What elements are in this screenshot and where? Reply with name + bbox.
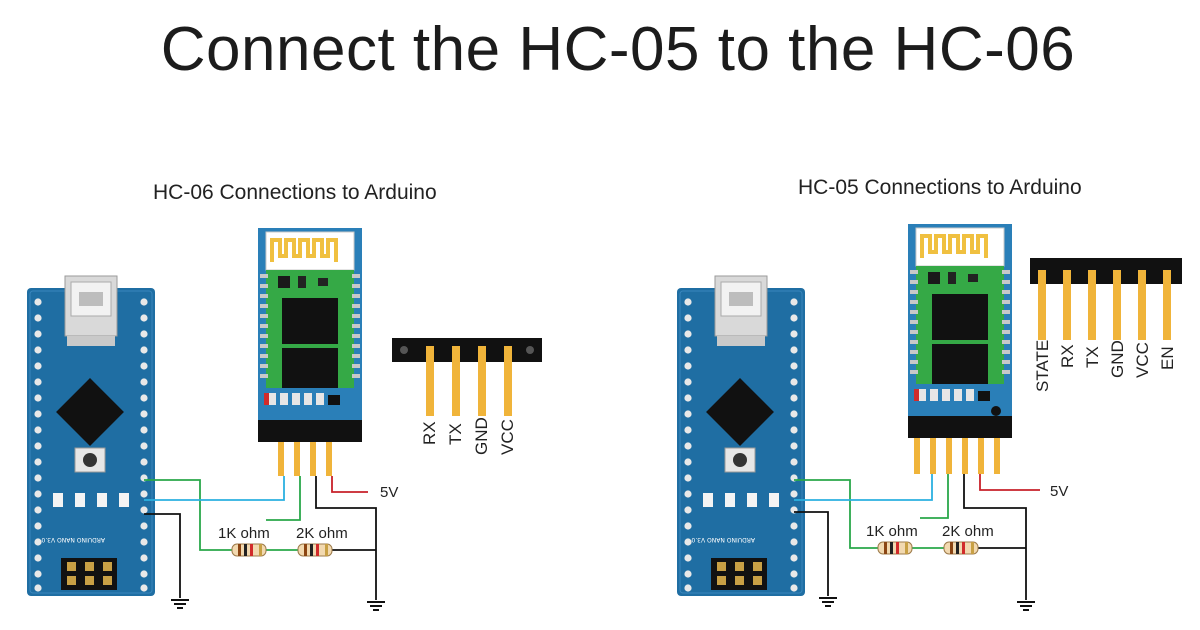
hc06-pin-label: TX [446,423,465,445]
hc06-module [256,226,364,444]
resistor-label: 1K ohm [218,525,270,542]
resistor-2k-left [297,543,333,557]
hc05-pin-header [1030,258,1182,340]
ground-icon [818,597,838,607]
hc05-module [906,222,1014,440]
arduino-nano-right [676,275,806,597]
hc06-panel: HC-06 Connections to Arduino RX TX GND V… [26,181,542,611]
hc05-pin-label: STATE [1033,340,1052,392]
hc06-subtitle: HC-06 Connections to Arduino [153,181,437,204]
resistor-1k-right [877,541,913,555]
resistor-1k-left [231,543,267,557]
hc05-pin-label: RX [1058,344,1077,368]
hc05-led [991,406,1001,416]
arduino-nano-left [26,275,156,597]
ground-icon [1016,601,1036,611]
hc05-pin-label: VCC [1133,342,1152,378]
resistor-label: 2K ohm [296,525,348,542]
resistor-label: 1K ohm [866,523,918,540]
hc06-pin-label: RX [420,421,439,445]
ground-icon [170,599,190,609]
hc06-pins [278,442,332,476]
hc05-pin-label: GND [1108,340,1127,378]
hc05-pin-label: TX [1083,346,1102,368]
hc05-pin-label: EN [1158,346,1177,370]
resistor-2k-right [943,541,979,555]
hc05-subtitle: HC-05 Connections to Arduino [798,176,1082,199]
hc05-wires [794,474,1040,600]
hc06-pin-label: VCC [498,419,517,455]
power-label: 5V [380,484,398,501]
hc05-pins [914,438,1000,474]
hc06-wires [144,476,377,600]
ground-icon [366,601,386,611]
hc05-panel: HC-05 Connections to Arduino STATE RX TX… [676,176,1182,611]
power-label: 5V [1050,483,1068,500]
hc06-pin-header [392,338,542,416]
page-title: Connect the HC-05 to the HC-06 [160,15,1076,84]
hc06-pin-label: GND [472,417,491,455]
resistor-label: 2K ohm [942,523,994,540]
